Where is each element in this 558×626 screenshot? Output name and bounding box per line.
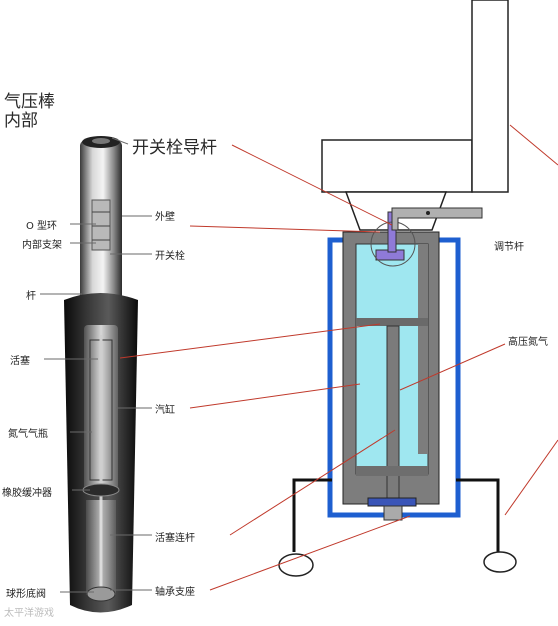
left-leader-lines: [40, 137, 152, 593]
label-cylinder: 汽缸: [155, 405, 175, 416]
gas-spring-photo: [64, 136, 138, 613]
red-connector-lines: [119, 124, 558, 591]
wheel-right: [483, 551, 517, 573]
back-post: [471, 0, 509, 193]
title: 气压棒 内部: [4, 92, 55, 131]
label-piston: 活塞: [10, 356, 30, 367]
chair-legs: [292, 478, 500, 552]
label-rod: 杆: [26, 291, 36, 302]
label-adjust-lever: 调节杆: [494, 242, 524, 253]
label-nitrogen-bottle: 氮气气瓶: [8, 429, 48, 440]
label-o-ring: O 型环: [26, 221, 58, 232]
label-piston-rod: 活塞连杆: [155, 533, 195, 544]
label-switch-plug: 开关栓: [155, 251, 185, 262]
piston-bar: [356, 318, 428, 326]
ball-valve-shape: [86, 586, 116, 602]
wheel-left: [278, 553, 314, 577]
label-inner-bracket: 内部支架: [22, 240, 62, 251]
piston-rod-shape: [386, 325, 400, 507]
adjust-lever-shape: [391, 207, 483, 231]
label-rubber-buffer: 橡胶缓冲器: [2, 488, 52, 499]
label-guide-rod: 开关栓导杆: [132, 138, 217, 158]
schematic: [278, 0, 517, 577]
label-bearing-seat: 轴承支座: [155, 587, 195, 598]
watermark: 太平洋游戏: [4, 608, 54, 619]
label-ball-valve: 球形底阀: [6, 589, 46, 600]
label-high-pressure-nitrogen: 高压氮气: [508, 337, 548, 348]
label-outer-wall: 外壁: [155, 212, 175, 223]
seat-box: [321, 139, 473, 193]
